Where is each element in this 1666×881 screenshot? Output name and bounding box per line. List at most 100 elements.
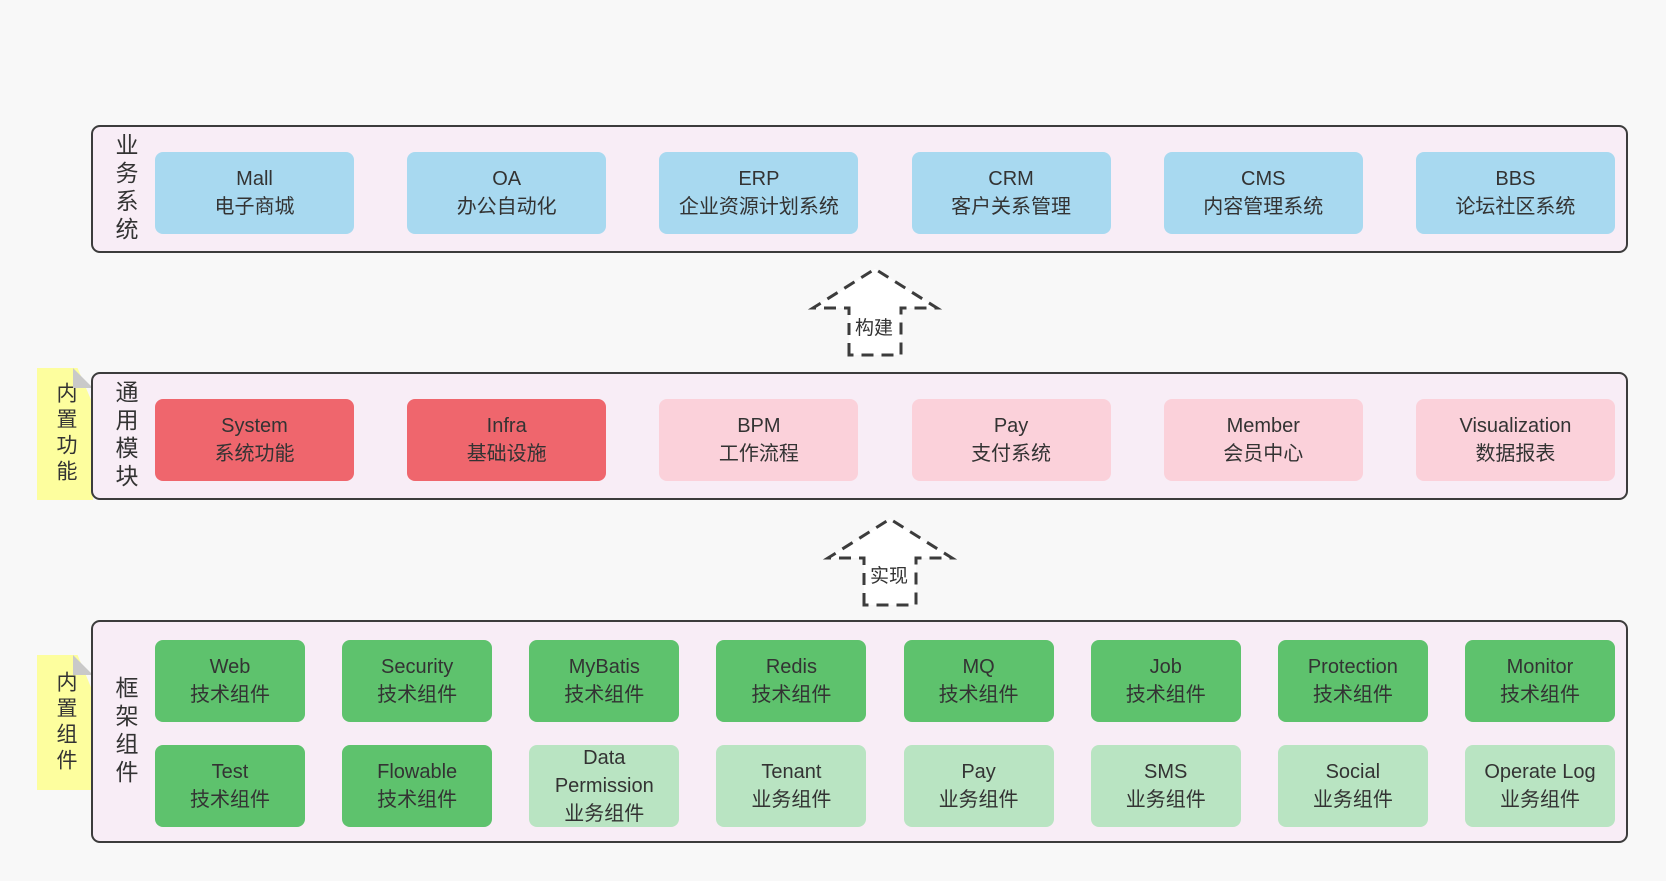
box-name: Infra bbox=[486, 415, 527, 437]
band-business-side-label: 业务系统 bbox=[112, 133, 138, 245]
box-desc: 技术组件 bbox=[377, 684, 458, 706]
box-desc: 企业资源计划系统 bbox=[678, 196, 839, 218]
band-business-systems: 业务系统 Mall 电子商城 OA 办公自动化 ERP 企业资源计划系统 CRM… bbox=[91, 125, 1628, 253]
box-name: Social bbox=[1325, 761, 1381, 783]
box-test: Test 技术组件 bbox=[155, 745, 305, 827]
box-name: System bbox=[221, 415, 288, 437]
box-desc: 论坛社区系统 bbox=[1455, 196, 1576, 218]
box-name: Member bbox=[1226, 415, 1300, 437]
box-visualization: Visualization 数据报表 bbox=[1415, 399, 1615, 481]
box-desc: 业务组件 bbox=[751, 789, 832, 811]
box-system: System 系统功能 bbox=[155, 399, 354, 481]
box-monitor: Monitor 技术组件 bbox=[1464, 640, 1615, 722]
box-desc: 数据报表 bbox=[1475, 443, 1556, 465]
components-box-row-1: Web 技术组件 Security 技术组件 MyBatis 技术组件 Redi… bbox=[155, 640, 1615, 722]
box-name: OA bbox=[492, 168, 522, 190]
box-pay-biz: Pay 业务组件 bbox=[903, 745, 1054, 827]
box-name: Job bbox=[1149, 656, 1182, 678]
arrow-build-label: 构建 bbox=[852, 312, 896, 341]
box-desc: 技术组件 bbox=[190, 789, 270, 811]
box-security: Security 技术组件 bbox=[342, 640, 493, 722]
box-name: Visualization bbox=[1459, 415, 1572, 437]
box-mq: MQ 技术组件 bbox=[903, 640, 1054, 722]
box-name: Security bbox=[381, 656, 454, 678]
box-desc: 技术组件 bbox=[377, 789, 458, 811]
box-name: BPM bbox=[737, 415, 781, 437]
box-name: Redis bbox=[765, 656, 817, 678]
box-name: Pay bbox=[961, 761, 996, 783]
box-name: BBS bbox=[1495, 168, 1536, 190]
box-desc: 办公自动化 bbox=[456, 196, 557, 218]
box-name: Data Permission bbox=[554, 747, 654, 797]
box-name: Monitor bbox=[1506, 656, 1574, 678]
box-protection: Protection 技术组件 bbox=[1277, 640, 1428, 722]
sticky-note-built-in-components: 内置组件 bbox=[37, 655, 93, 790]
box-job: Job 技术组件 bbox=[1090, 640, 1241, 722]
box-oa: OA 办公自动化 bbox=[407, 152, 607, 234]
box-bbs: BBS 论坛社区系统 bbox=[1415, 152, 1615, 234]
box-crm: CRM 客户关系管理 bbox=[911, 152, 1111, 234]
box-redis: Redis 技术组件 bbox=[716, 640, 867, 722]
band-common-modules: 通用模块 System 系统功能 Infra 基础设施 BPM 工作流程 Pay… bbox=[91, 372, 1628, 500]
box-name: MyBatis bbox=[568, 656, 640, 678]
box-data-permission: Data Permission 业务组件 bbox=[529, 745, 680, 827]
box-desc: 技术组件 bbox=[564, 684, 645, 706]
box-name: CRM bbox=[988, 168, 1034, 190]
components-box-row-2: Test 技术组件 Flowable 技术组件 Data Permission … bbox=[155, 745, 1615, 827]
box-name: Test bbox=[211, 761, 249, 783]
box-web: Web 技术组件 bbox=[155, 640, 305, 722]
box-flowable: Flowable 技术组件 bbox=[342, 745, 493, 827]
box-name: Pay bbox=[993, 415, 1029, 437]
box-name: SMS bbox=[1144, 761, 1188, 783]
note-text: 内置功能 bbox=[54, 382, 77, 486]
box-name: Web bbox=[209, 656, 251, 678]
box-cms: CMS 内容管理系统 bbox=[1163, 152, 1363, 234]
box-desc: 工作流程 bbox=[718, 443, 799, 465]
box-bpm: BPM 工作流程 bbox=[659, 399, 859, 481]
box-social: Social 业务组件 bbox=[1277, 745, 1428, 827]
box-desc: 基础设施 bbox=[466, 443, 547, 465]
box-tenant: Tenant 业务组件 bbox=[716, 745, 867, 827]
box-desc: 客户关系管理 bbox=[951, 196, 1072, 218]
box-mall: Mall 电子商城 bbox=[155, 152, 354, 234]
arrow-implement-label: 实现 bbox=[867, 560, 911, 589]
box-desc: 电子商城 bbox=[214, 196, 295, 218]
band-framework-components: 框架组件 Web 技术组件 Security 技术组件 MyBatis 技术组件… bbox=[91, 620, 1628, 843]
modules-box-row: System 系统功能 Infra 基础设施 BPM 工作流程 Pay 支付系统… bbox=[155, 399, 1615, 481]
box-name: Flowable bbox=[377, 761, 458, 783]
box-name: Mall bbox=[236, 168, 273, 190]
box-desc: 技术组件 bbox=[751, 684, 832, 706]
box-desc: 技术组件 bbox=[1312, 684, 1393, 706]
box-sms: SMS 业务组件 bbox=[1090, 745, 1241, 827]
box-desc: 业务组件 bbox=[1312, 789, 1393, 811]
band-modules-side-label: 通用模块 bbox=[112, 380, 138, 492]
box-desc: 业务组件 bbox=[564, 803, 645, 825]
box-desc: 技术组件 bbox=[1499, 684, 1580, 706]
box-operate-log: Operate Log 业务组件 bbox=[1464, 745, 1615, 827]
box-desc: 系统功能 bbox=[214, 443, 295, 465]
box-name: Protection bbox=[1307, 656, 1398, 678]
sticky-note-built-in-features: 内置功能 bbox=[37, 368, 93, 500]
box-name: MQ bbox=[962, 656, 995, 678]
box-desc: 技术组件 bbox=[1125, 684, 1206, 706]
box-infra: Infra 基础设施 bbox=[407, 399, 607, 481]
box-desc: 会员中心 bbox=[1223, 443, 1304, 465]
box-name: ERP bbox=[738, 168, 780, 190]
box-desc: 技术组件 bbox=[190, 684, 270, 706]
box-name: Tenant bbox=[761, 761, 822, 783]
box-pay: Pay 支付系统 bbox=[911, 399, 1111, 481]
box-name: CMS bbox=[1241, 168, 1286, 190]
box-erp: ERP 企业资源计划系统 bbox=[659, 152, 859, 234]
box-desc: 业务组件 bbox=[938, 789, 1019, 811]
band-components-side-label: 框架组件 bbox=[112, 675, 138, 788]
note-text: 内置组件 bbox=[54, 670, 77, 775]
box-name: Operate Log bbox=[1484, 761, 1596, 783]
box-mybatis: MyBatis 技术组件 bbox=[529, 640, 680, 722]
box-desc: 支付系统 bbox=[971, 443, 1052, 465]
note-fold-corner bbox=[73, 655, 93, 675]
box-member: Member 会员中心 bbox=[1163, 399, 1363, 481]
box-desc: 内容管理系统 bbox=[1203, 196, 1324, 218]
business-box-row: Mall 电子商城 OA 办公自动化 ERP 企业资源计划系统 CRM 客户关系… bbox=[155, 152, 1615, 234]
box-desc: 技术组件 bbox=[938, 684, 1019, 706]
